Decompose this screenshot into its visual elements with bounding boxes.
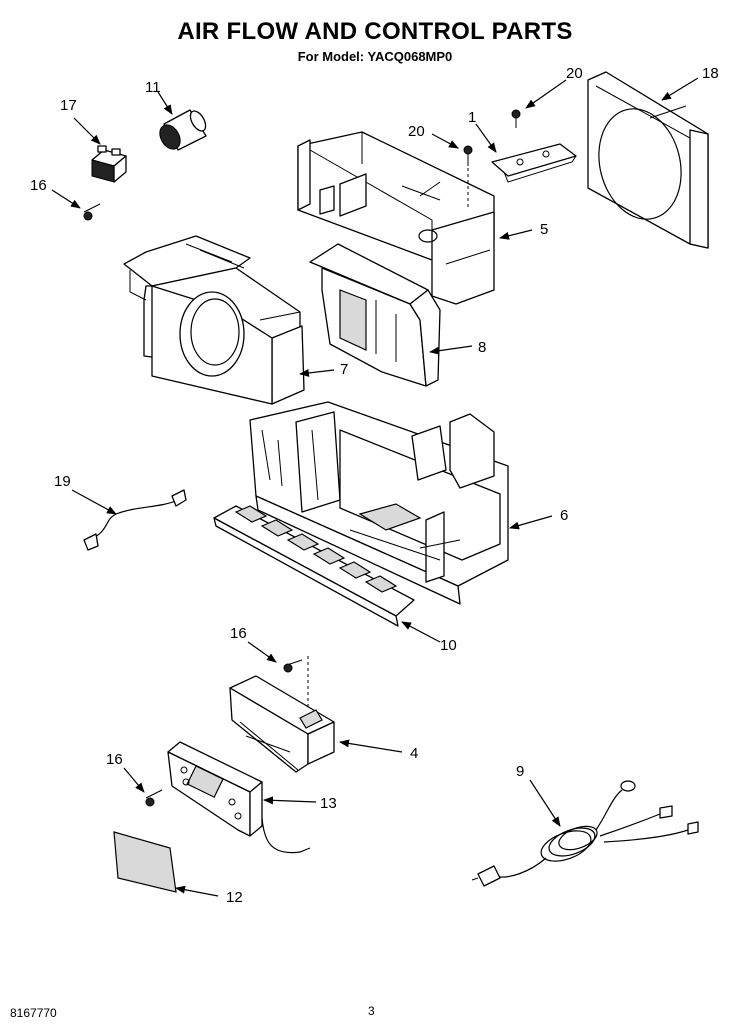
part-13-control-panel xyxy=(167,741,311,854)
callout-18: 18 xyxy=(702,65,719,82)
part-19-wire xyxy=(83,489,187,551)
part-11-capacitor xyxy=(159,109,207,151)
callout-5: 5 xyxy=(540,221,548,238)
callout-9: 9 xyxy=(516,763,524,780)
part-7-blower-housing xyxy=(123,235,305,405)
callout-11: 11 xyxy=(145,79,161,96)
callout-13: 13 xyxy=(320,795,337,812)
part-18-fan-shroud xyxy=(587,71,709,249)
part-17-relay xyxy=(91,145,127,183)
callout-19: 19 xyxy=(54,473,71,490)
callout-8: 8 xyxy=(478,339,486,356)
callout-12: 12 xyxy=(226,889,243,906)
part-1-bracket xyxy=(491,143,577,183)
callout-17: 17 xyxy=(60,97,77,114)
callout-10: 10 xyxy=(440,637,457,654)
part-4-control-housing xyxy=(229,675,335,773)
callout-20-left: 20 xyxy=(408,123,425,140)
callout-7: 7 xyxy=(340,361,348,378)
part-5-control-box xyxy=(297,131,495,305)
part-16-screw-lower xyxy=(145,789,163,807)
part-9-power-cord xyxy=(471,780,699,887)
callout-6: 6 xyxy=(560,507,568,524)
document-number: 8167770 xyxy=(10,1006,57,1020)
callout-16-middle: 16 xyxy=(230,625,247,642)
part-12-label-card xyxy=(113,831,177,893)
callout-16-lower: 16 xyxy=(106,751,123,768)
page-title: AIR FLOW AND CONTROL PARTS xyxy=(177,18,573,45)
part-20-screws xyxy=(463,109,521,210)
model-subtitle: For Model: YACQ068MP0 xyxy=(297,49,453,64)
callout-16-top: 16 xyxy=(30,177,47,194)
part-10-grille-bar xyxy=(213,505,415,627)
callout-leader-lines xyxy=(51,77,699,897)
part-8-air-duct xyxy=(309,243,441,387)
callout-1: 1 xyxy=(468,109,476,126)
part-16-screw-top xyxy=(83,203,101,221)
part-6-base-pan xyxy=(249,401,509,605)
page-number: 3 xyxy=(368,1004,375,1018)
callout-4: 4 xyxy=(410,745,418,762)
part-16-screw-middle xyxy=(283,656,309,710)
callout-numbers: 17 11 16 1 20 20 18 5 8 7 19 6 10 16 4 9… xyxy=(30,65,719,906)
callout-20-right: 20 xyxy=(566,65,583,82)
